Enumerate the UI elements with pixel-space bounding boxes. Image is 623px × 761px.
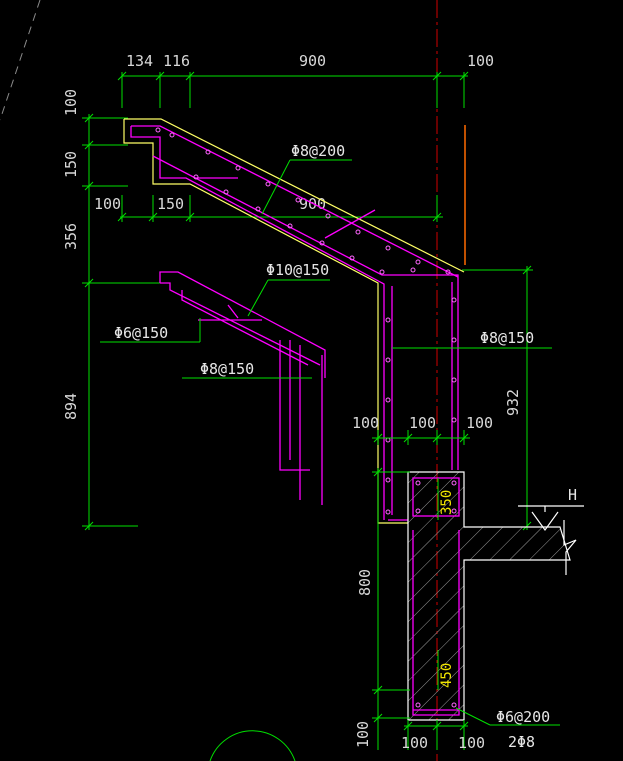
dim-right-932: 932 (504, 389, 522, 416)
dim-mid-150: 150 (157, 195, 184, 213)
dim-mid-100: 100 (94, 195, 121, 213)
dim-wall-100-a: 100 (352, 414, 379, 432)
label-detail-stirrup-8: Φ8@150 (200, 360, 254, 378)
beam-rebar-dots (415, 480, 457, 708)
slab-rebar-leader (261, 159, 352, 215)
dim-beam-450: 450 (439, 663, 455, 688)
right-dimension (462, 265, 533, 531)
dim-wall-100-c: 100 (466, 414, 493, 432)
dim-top-134: 134 (126, 52, 153, 70)
dim-beam-350: 350 (439, 490, 455, 515)
dim-bottom-100-b: 100 (458, 734, 485, 752)
top-dimension-chain (117, 71, 469, 108)
dim-wall-100-b: 100 (409, 414, 436, 432)
dim-bottom-100-left: 100 (354, 721, 372, 748)
dim-bottom-100-a: 100 (401, 734, 428, 752)
canopy-rebar (130, 125, 459, 521)
label-detail-stirrup-6: Φ6@150 (114, 324, 168, 342)
dashed-reference-line (0, 0, 41, 121)
bottom-arc (209, 730, 296, 761)
elevation-mark (518, 505, 584, 575)
dim-top-116: 116 (163, 52, 190, 70)
label-slab-rebar: Φ8@200 (291, 142, 345, 160)
dim-left-356: 356 (62, 223, 80, 250)
dim-left-100: 100 (62, 89, 80, 116)
label-detail-rebar: Φ10@150 (266, 261, 329, 279)
beam-stirrups (412, 477, 460, 716)
left-dimension-chain (82, 113, 168, 531)
label-beam-bars: 2Φ8 (508, 733, 535, 751)
elevation-mark-label: H (568, 486, 577, 504)
mid-dimension-chain (117, 195, 443, 222)
dim-beam-800: 800 (356, 569, 374, 596)
detail-rebar-bent (159, 271, 326, 505)
detail-rebar-leaders (100, 279, 330, 379)
beam-800-dimension (372, 467, 410, 723)
bottom-dimension-chain (377, 720, 469, 750)
label-wall-rebar: Φ8@150 (480, 329, 534, 347)
concrete-section (407, 471, 571, 721)
rebar-dots (155, 127, 457, 515)
dim-left-894: 894 (62, 393, 80, 420)
dim-top-100: 100 (467, 52, 494, 70)
label-beam-stirrup: Φ6@200 (496, 708, 550, 726)
wall-dimension-chain (372, 430, 470, 445)
beam-stirrup-leader (455, 707, 560, 726)
dim-left-150: 150 (62, 151, 80, 178)
dim-top-900: 900 (299, 52, 326, 70)
